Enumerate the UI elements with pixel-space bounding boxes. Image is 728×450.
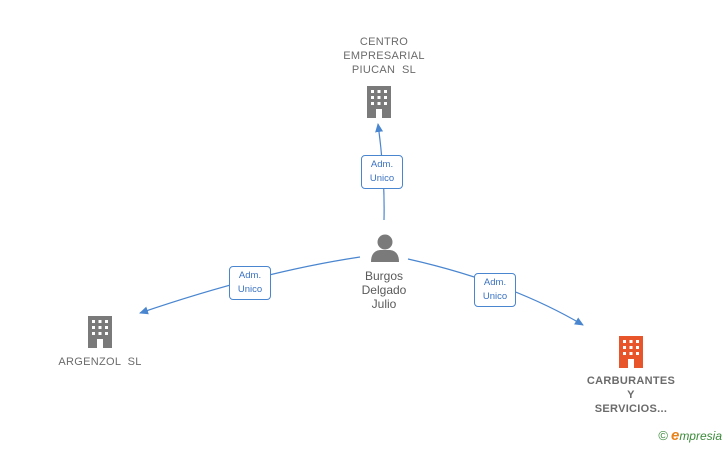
edge-label-argenzol: Adm. Unico <box>229 266 271 300</box>
brand-initial: e <box>670 427 680 444</box>
watermark: ©empresia <box>658 427 722 444</box>
copyright-icon: © <box>658 428 668 443</box>
building-icon-argenzol[interactable] <box>88 316 112 348</box>
node-label-argenzol[interactable]: ARGENZOL SL <box>58 356 142 368</box>
node-label-carburantes[interactable]: CARBURANTES Y SERVICIOS... <box>586 375 676 415</box>
node-label-person[interactable]: Burgos Delgado Julio <box>361 269 407 311</box>
edge-label-carburantes: Adm. Unico <box>474 273 516 307</box>
building-icon-carburantes[interactable] <box>619 336 643 368</box>
edge-label-centro: Adm. Unico <box>361 155 403 189</box>
node-label-centro[interactable]: CENTRO EMPRESARIAL PIUCAN SL <box>343 36 425 76</box>
brand-name: mpresia <box>679 429 722 443</box>
person-icon[interactable] <box>371 234 399 263</box>
building-icon-centro[interactable] <box>367 86 391 118</box>
